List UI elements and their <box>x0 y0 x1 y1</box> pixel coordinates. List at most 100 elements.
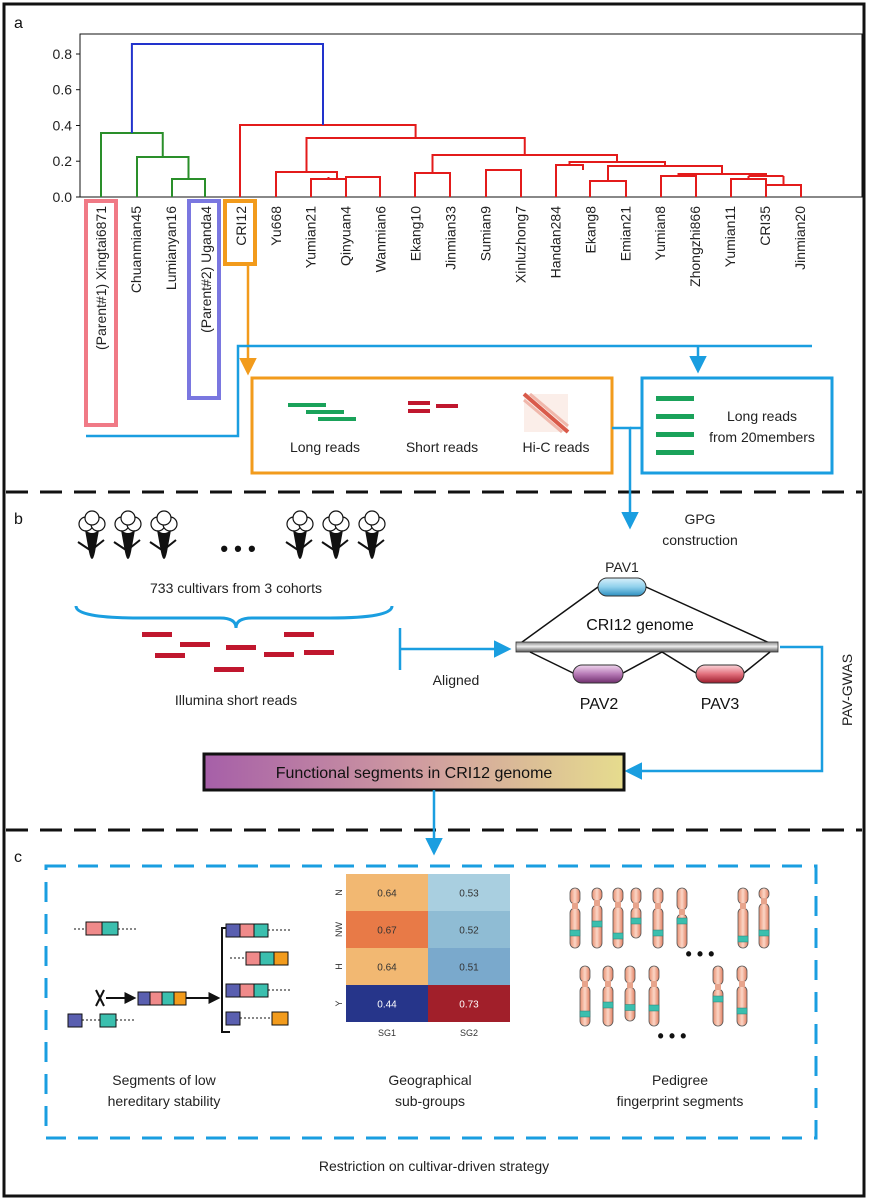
heatmap-cell <box>346 985 428 1022</box>
parent1-highlight-box <box>84 199 118 427</box>
pav2-segment <box>572 664 624 684</box>
cotton-plant-icon <box>77 510 106 559</box>
heatmap-row-label: H <box>334 963 344 970</box>
member-long-reads-icon <box>656 396 694 455</box>
heatmap-cell <box>346 911 428 948</box>
heatmap-cell-value: 0.64 <box>377 889 397 900</box>
heatmap-cell-value: 0.51 <box>459 963 479 974</box>
parent2-highlight-box <box>187 199 221 400</box>
heatmap-cell <box>346 948 428 985</box>
cotton-plant-icon <box>321 510 350 559</box>
pedigree-label-line1: Pedigree <box>652 1072 708 1088</box>
heatmap-cell-value: 0.67 <box>377 926 397 937</box>
members-box <box>640 376 834 475</box>
pav3-left-edge <box>661 651 697 674</box>
leaf-label: Ekang8 <box>582 206 598 254</box>
aligned-label: Aligned <box>433 672 480 688</box>
restriction-label: Restriction on cultivar-driven strategy <box>319 1158 549 1174</box>
gpg-arrow <box>612 426 639 530</box>
cotton-plant-icon <box>285 510 314 559</box>
heatmap-cell-value: 0.64 <box>377 963 397 974</box>
leaf-label: Chuanmian45 <box>128 206 144 293</box>
cultivars-label: 733 cultivars from 3 cohorts <box>150 580 322 596</box>
leaf-label: Yumian21 <box>303 206 319 268</box>
cultivars-brace <box>74 605 394 629</box>
leaf-label: Zhongzhi866 <box>687 206 703 287</box>
segments-label-line1: Segments of low <box>112 1072 216 1088</box>
chromosome-icon <box>612 887 624 949</box>
leaf-label: Handan284 <box>547 206 563 279</box>
functional-segments-box <box>202 752 626 792</box>
leaf-label: Yumian8 <box>652 206 668 261</box>
pav3-segment <box>695 664 745 684</box>
leaf-label: CRI12 <box>233 206 249 246</box>
chromosome-icon <box>630 887 642 939</box>
pav-gwas-arrow <box>624 645 824 780</box>
chrom-ellipsis-top: • • • <box>686 944 715 964</box>
chromosome-icon <box>579 965 591 1027</box>
leaf-label: Sumian9 <box>477 206 493 261</box>
leaf-label: Xinluzhong7 <box>512 206 528 283</box>
long-reads-label: Long reads <box>290 439 360 455</box>
heatmap-col-label: SG1 <box>378 1028 396 1038</box>
cri12-genome-bar <box>515 641 779 653</box>
dendrogram-axis: 0.8 0.6 0.4 0.2 0.0 <box>53 33 863 205</box>
pedigree-chromosomes <box>569 887 770 1027</box>
cri12-highlight-box <box>223 199 257 266</box>
heatmap-cell <box>346 874 428 911</box>
cotton-plant-icon <box>149 510 178 559</box>
cotton-plant-icon <box>113 510 142 559</box>
leaf-label: Qinyuan4 <box>338 206 354 266</box>
plants-ellipsis: • • • <box>220 536 255 561</box>
leaf-label: Wanmian6 <box>373 206 389 273</box>
leaf-label: (Parent#2) Uganda4 <box>198 206 214 333</box>
heatmap-cell <box>428 874 510 911</box>
geo-label-line1: Geographical <box>388 1072 471 1088</box>
leaf-label: Lumianyan16 <box>163 206 179 290</box>
members-connector-line <box>86 344 812 438</box>
heatmap-cell <box>428 985 510 1022</box>
illumina-reads-icon <box>142 632 334 672</box>
pav1-label: PAV1 <box>605 559 639 575</box>
chromosome-icon <box>737 887 749 949</box>
heatmap-cell-value: 0.73 <box>459 1000 479 1011</box>
y-tick-label: 0.6 <box>53 82 73 98</box>
cotton-plants <box>77 510 386 559</box>
pav3-label: PAV3 <box>701 696 740 713</box>
long-reads-icon <box>288 403 356 421</box>
pav1-segment <box>597 577 647 597</box>
segment-diagram <box>67 921 292 1033</box>
short-reads-icon <box>408 401 458 413</box>
chromosome-icon <box>591 887 603 949</box>
leaf-label: Yumian11 <box>722 206 738 267</box>
pav1-right-edge <box>645 586 775 646</box>
leaf-label: Yu668 <box>268 206 284 246</box>
heatmap-row-label: NW <box>334 922 344 937</box>
dendrogram-green-cluster <box>100 132 206 197</box>
chromosome-icon <box>652 887 664 949</box>
pav-gwas-label: PAV-GWAS <box>839 654 855 726</box>
panel-c-label: c <box>14 849 22 866</box>
members-label-line2: from 20members <box>709 429 815 445</box>
leaf-label: Ekang10 <box>408 206 424 261</box>
gpg-label-line2: construction <box>662 532 737 548</box>
pav1-left-edge <box>517 586 599 646</box>
dendrogram-root-link <box>130 43 324 133</box>
pav2-label: PAV2 <box>580 696 619 713</box>
functional-segments-label: Functional segments in CRI12 genome <box>276 765 553 782</box>
segments-label-line2: hereditary stability <box>108 1093 221 1109</box>
cotton-plant-icon <box>357 510 386 559</box>
members-label-line1: Long reads <box>727 408 797 424</box>
illumina-label: Illumina short reads <box>175 692 297 708</box>
leaf-label: Emian21 <box>617 206 633 261</box>
chromosome-icon <box>624 965 636 1022</box>
hic-reads-icon <box>522 392 570 434</box>
panel-b-label: b <box>14 511 23 528</box>
chromosome-icon <box>676 887 688 949</box>
pav3-right-edge <box>743 651 771 674</box>
leaf-label: Jinmian20 <box>792 206 808 270</box>
heatmap-row-label: N <box>334 889 344 896</box>
y-tick-label: 0.0 <box>53 189 73 205</box>
